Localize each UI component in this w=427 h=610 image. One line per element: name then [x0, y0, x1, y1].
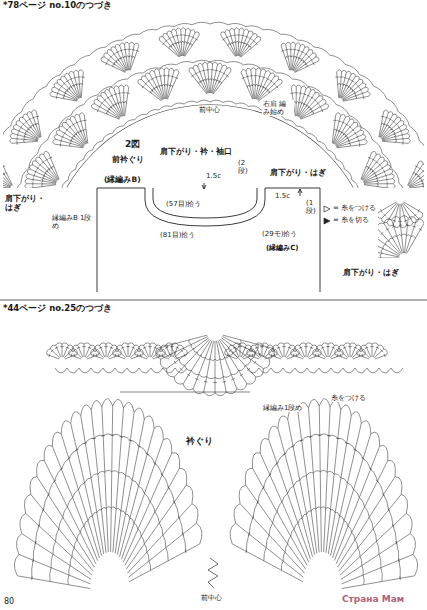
neck-band — [153, 188, 257, 218]
divider — [0, 300, 427, 301]
stitch-fan — [281, 42, 319, 72]
dimension-arrow — [298, 189, 302, 196]
stitch-fan — [247, 343, 278, 359]
chart-label: 1.5c — [275, 192, 290, 200]
stitch-fan — [290, 85, 328, 119]
chart-label: (29モ)拾う — [262, 230, 297, 238]
chart-label: (57目)拾う — [166, 200, 201, 208]
stitch-fan — [14, 399, 202, 589]
body-outline — [97, 188, 320, 292]
chart-label: 右肩 編み始め — [262, 100, 294, 116]
stitch-fan — [138, 68, 179, 101]
chain-row — [55, 368, 403, 373]
neck-edge — [67, 104, 354, 187]
stitch-fan — [291, 343, 322, 359]
stitch-fan — [25, 151, 59, 188]
stitch-fan — [91, 85, 129, 119]
stitch-fan — [101, 42, 139, 72]
lace-band — [378, 202, 424, 258]
chart-label: 縁編み1段め — [262, 404, 303, 412]
stitch-fan — [379, 110, 410, 145]
chain-arc — [62, 100, 359, 188]
chart-label: 糸をつける — [330, 394, 367, 402]
watermark: Страна Мам — [342, 594, 404, 604]
schematic — [97, 183, 320, 292]
chart-label: 肩下がり・はぎ — [270, 168, 326, 177]
stitch-fan — [3, 161, 12, 188]
stitch-fan — [357, 343, 388, 359]
chart-label: 前中心 — [200, 594, 223, 602]
stitch-fan — [335, 343, 366, 359]
legend-text: = 糸をつける — [332, 205, 377, 213]
stitch-fan — [269, 343, 300, 359]
stitch-fan — [47, 343, 78, 359]
stitch-fan — [241, 68, 282, 101]
chart-label: 1.5c — [206, 172, 221, 180]
stitch-fan — [113, 343, 144, 359]
chart-label: 衿ぐり — [185, 436, 214, 446]
stitch-fan — [230, 399, 418, 589]
chain-arc — [14, 60, 405, 188]
chart-label: 前衿ぐり — [112, 155, 144, 164]
stitch-fan — [313, 343, 344, 359]
stitch-fan — [50, 70, 85, 101]
lace-chart — [14, 335, 417, 588]
stitch-fan — [221, 28, 261, 57]
stitch-fan — [157, 343, 188, 359]
chain-arc — [3, 22, 424, 188]
chart-label: 肩下がり・はぎ — [5, 194, 49, 212]
stitch-fan — [159, 28, 199, 57]
stitch-fan — [189, 62, 231, 94]
chart-label: (81目)拾う — [160, 231, 195, 239]
chart-label: *44ページ no.25のつづき — [3, 304, 112, 314]
page-number: 80 — [4, 597, 14, 606]
row-line — [120, 392, 250, 393]
dimension-arrow — [202, 183, 206, 189]
stitch-fan — [53, 113, 88, 148]
stitch-fan — [91, 343, 122, 359]
stitch-fan — [135, 343, 166, 359]
chart-label: (2段) — [238, 160, 245, 175]
chart-label: (縁編みC) — [266, 244, 299, 252]
stitch-fan — [378, 202, 423, 228]
chart-label: (1段) — [306, 200, 313, 215]
stitch-fan — [225, 343, 256, 359]
stitch-fan — [10, 110, 41, 145]
stitch-fan — [69, 343, 100, 359]
stitch-fan — [361, 151, 395, 188]
stitch-fan — [332, 113, 367, 148]
stitch-fan — [408, 161, 424, 188]
legend-symbol — [324, 206, 330, 212]
legend-text: = 糸を切る — [332, 217, 370, 225]
center-mark — [208, 558, 218, 588]
chart-label: (縁編みB) — [104, 176, 141, 185]
chart-label: 縁編みB 1段め — [52, 214, 92, 230]
lace-band — [3, 22, 424, 188]
chart-label: 肩下がり・はぎ — [343, 268, 399, 277]
chart-label: 肩下がり・衿・袖口 — [160, 147, 232, 156]
stitch-fan — [335, 70, 370, 101]
chart-label: *78ページ no.10のつづき — [3, 1, 112, 11]
legend-symbol — [324, 218, 330, 224]
chart-label: 前中心 — [198, 106, 221, 114]
chart-label: 2図 — [125, 139, 140, 149]
